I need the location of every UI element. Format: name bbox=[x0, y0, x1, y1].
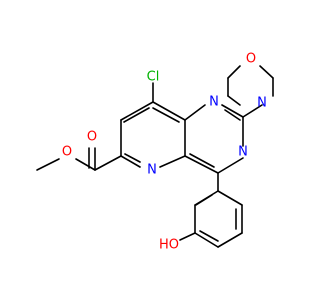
bond bbox=[184, 155, 219, 174]
bond bbox=[199, 230, 219, 242]
bond bbox=[224, 109, 241, 121]
pyrimidine-nitrogen-top-label: N bbox=[209, 95, 219, 110]
bond bbox=[217, 190, 243, 206]
bond bbox=[189, 153, 215, 168]
bond bbox=[75, 158, 96, 171]
bond bbox=[159, 155, 186, 168]
pyrimidine-nitrogen-bottom-label: N bbox=[238, 145, 248, 160]
bond bbox=[184, 104, 206, 121]
morpholine-nitrogen-label: N bbox=[257, 96, 267, 111]
atom-labels: Cl N N O N N O O HO bbox=[62, 52, 267, 253]
bond bbox=[194, 232, 219, 248]
bond bbox=[217, 232, 243, 248]
molecule-drawing: Cl N N O N N O O HO bbox=[36, 52, 274, 253]
bond bbox=[227, 95, 241, 106]
bond bbox=[242, 104, 263, 118]
chlorine-label: Cl bbox=[147, 70, 160, 85]
bond bbox=[179, 232, 196, 241]
bond bbox=[120, 101, 154, 121]
bond bbox=[217, 157, 244, 174]
bond bbox=[124, 153, 141, 163]
ester-oxygen-label: O bbox=[62, 145, 72, 160]
bond bbox=[94, 155, 122, 171]
bond bbox=[221, 104, 244, 118]
morpholine-oxygen-label: O bbox=[246, 52, 256, 67]
bond bbox=[227, 65, 241, 79]
carbonyl-oxygen-label: O bbox=[87, 130, 97, 145]
bond bbox=[120, 155, 141, 168]
bond bbox=[36, 158, 60, 171]
structure-svg: Cl N N O N N O O HO bbox=[36, 52, 274, 253]
bond bbox=[259, 65, 274, 79]
pyridine-nitrogen-label: N bbox=[147, 163, 157, 178]
bond bbox=[123, 107, 150, 123]
bond bbox=[195, 194, 213, 206]
bond bbox=[152, 107, 180, 123]
hydroxyl-label: HO bbox=[159, 238, 179, 253]
bond bbox=[152, 101, 186, 121]
bonds bbox=[36, 65, 274, 248]
